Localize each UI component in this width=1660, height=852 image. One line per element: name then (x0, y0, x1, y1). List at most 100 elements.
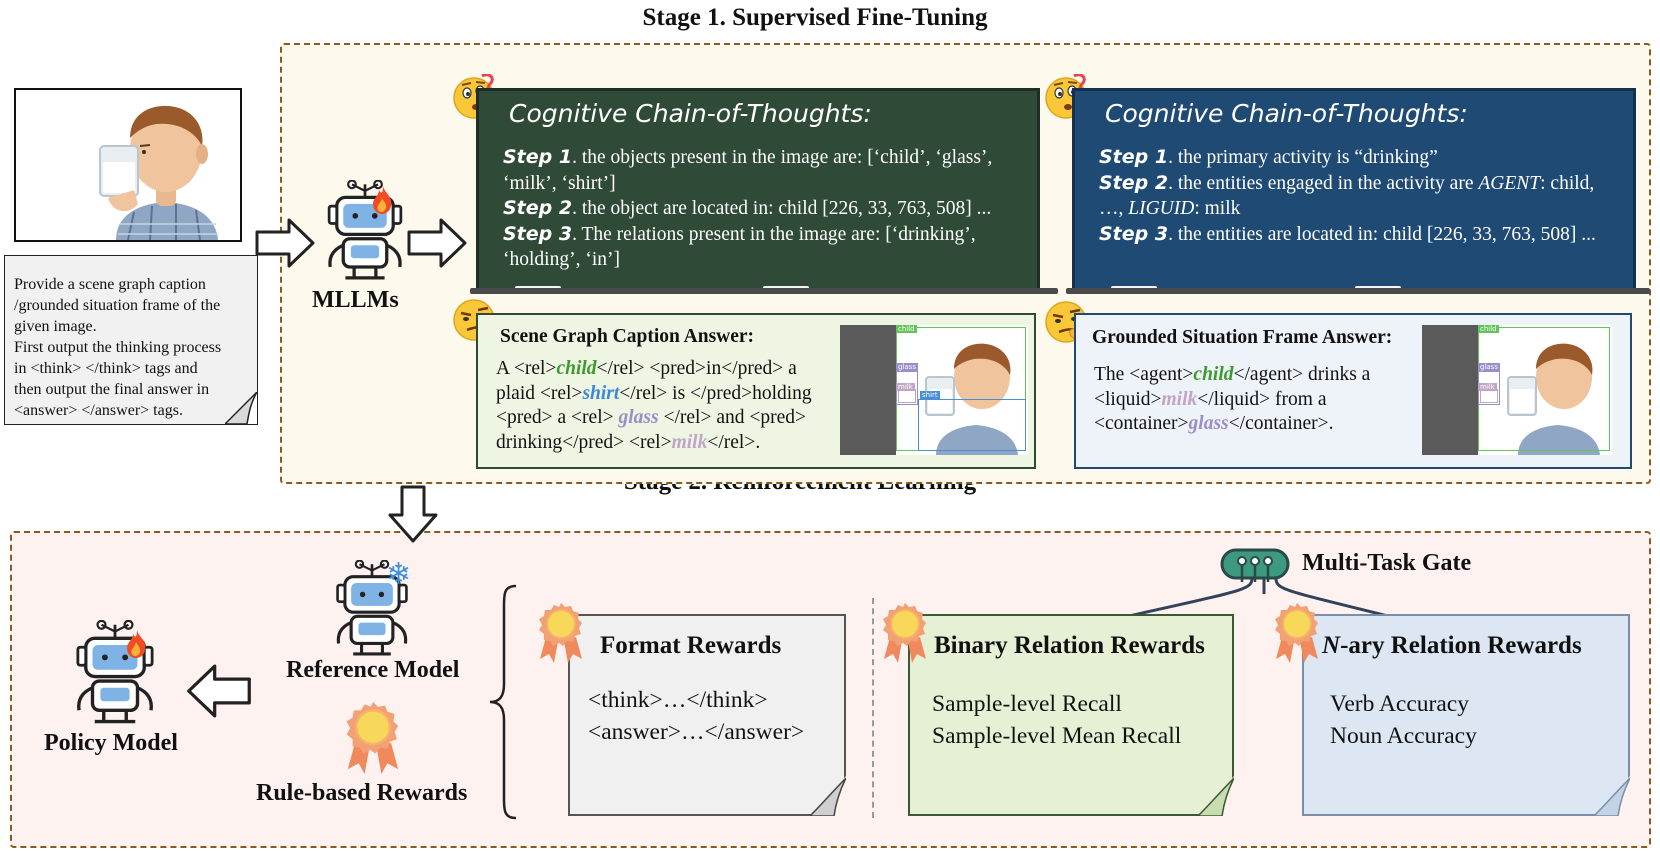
step-label: Step 2 (1099, 171, 1169, 194)
situation-frame-answer: Grounded Situation Frame Answer: The <ag… (1074, 313, 1632, 469)
prompt-line: then output the final answer in (14, 381, 210, 398)
bbox-tag: glass (896, 363, 918, 371)
hollow-arrow-icon (255, 218, 315, 268)
snowflake-icon: ❄ (386, 558, 412, 591)
reward-line: Noun Accuracy (1330, 723, 1477, 749)
step-label: Step 3 (503, 222, 573, 245)
policy-model-label: Policy Model (44, 730, 178, 756)
folded-corner-icon (1594, 776, 1630, 816)
step-text: : milk (1194, 198, 1241, 219)
medal-icon (882, 602, 927, 664)
cot-title: Cognitive Chain-of-Thoughts: (509, 99, 872, 128)
bbox-tag: milk (1478, 383, 1497, 391)
gate-label: Multi-Task Gate (1302, 550, 1472, 576)
step-label: Step 3 (1099, 222, 1169, 245)
curly-brace-icon (489, 584, 517, 820)
step-label: Step 2 (503, 197, 573, 219)
annotated-image: child glass milk shirt (840, 325, 1028, 455)
bbox-tag: shirt (920, 391, 940, 399)
reward-title-n: N (1322, 632, 1341, 659)
folded-corner-icon (225, 392, 258, 425)
reward-line: <answer>…</answer> (588, 719, 805, 745)
mllm-label: MLLMs (312, 287, 399, 313)
medal-icon (345, 702, 400, 774)
prompt-line: given image. (14, 318, 97, 335)
reward-lines: Sample-level Recall Sample-level Mean Re… (932, 688, 1181, 752)
stage1-title: Stage 1. Supervised Fine-Tuning (642, 4, 988, 31)
bbox-shirt (918, 399, 1026, 451)
reward-title: Format Rewards (600, 632, 782, 659)
down-arrow-icon (388, 485, 438, 543)
answer-title: Scene Graph Caption Answer: (500, 326, 755, 347)
reward-line: <think>…</think> (588, 687, 768, 713)
reward-lines: Verb Accuracy Noun Accuracy (1330, 688, 1477, 752)
entity-child: child (556, 358, 597, 379)
prompt-line: /grounded situation frame of the (14, 297, 221, 314)
bbox-tag: glass (1478, 363, 1500, 371)
gate-connector (1119, 577, 1397, 620)
scene-graph-answer: Scene Graph Caption Answer: A <rel>child… (476, 313, 1036, 469)
step-label: Step 1 (1099, 146, 1169, 168)
annotated-image: child glass milk (1422, 325, 1612, 455)
input-image (14, 88, 242, 242)
step-text: . the entities engaged in the activity a… (1168, 172, 1479, 194)
entity-shirt: shirt (582, 382, 620, 404)
step-text: . the object are located in: child [226,… (572, 198, 992, 219)
answer-text: </rel> <pred>in</pred> a plaid <rel> (496, 358, 797, 404)
entity-milk: milk (1161, 388, 1198, 410)
step-text: . The relations present in the image are… (503, 223, 976, 271)
gate-icon (1220, 548, 1290, 582)
fire-icon (127, 630, 146, 658)
reward-line: Sample-level Mean Recall (932, 723, 1182, 749)
entity-child: child (1193, 364, 1234, 385)
entity-milk: milk (671, 431, 708, 453)
answer-title: Grounded Situation Frame Answer: (1092, 327, 1393, 348)
answer-text: </rel> and <pred> drinking</pred> <rel> (496, 407, 806, 453)
bbox-tag: milk (896, 383, 915, 391)
answer-body: A <rel>child</rel> <pred>in</pred> a pla… (496, 357, 828, 455)
reward-line: Sample-level Recall (932, 691, 1122, 717)
cot-board-right: Cognitive Chain-of-Thoughts: Step 1. the… (1072, 88, 1636, 294)
answer-text: The <agent> (1094, 364, 1194, 385)
reward-line: Verb Accuracy (1330, 691, 1469, 717)
liquid-role: LIGUID (1128, 198, 1195, 219)
nary-rewards-card: N-ary Relation Rewards Verb Accuracy Nou… (1302, 614, 1630, 816)
bbox-milk (1480, 389, 1498, 403)
answer-text: </rel> is </pred>holding <pred> a <rel> (496, 382, 812, 429)
medal-icon (538, 602, 583, 664)
hollow-arrow-icon (407, 218, 467, 268)
prompt-line: Provide a scene graph caption (14, 276, 206, 293)
cot-body: Step 1. the objects present in the image… (503, 145, 1019, 273)
entity-glass: glass (618, 407, 659, 428)
cot-board-left: Cognitive Chain-of-Thoughts: Step 1. the… (476, 88, 1040, 294)
entity-glass: glass (1188, 413, 1229, 434)
agent-role: AGENT (1478, 172, 1541, 194)
prompt-note: Provide a scene graph caption /grounded … (4, 255, 258, 425)
folded-corner-icon (1198, 776, 1234, 816)
reward-title: N-ary Relation Rewards (1322, 632, 1582, 660)
hollow-arrow-icon (187, 664, 251, 718)
answer-body: The <agent>child</agent> drinks a <liqui… (1094, 363, 1394, 437)
prompt-line: First output the thinking process (14, 339, 222, 356)
answer-text: </liquid> from a <container> (1094, 388, 1327, 435)
format-rewards-card: Format Rewards <think>…</think> <answer>… (568, 614, 846, 816)
answer-text: </container>. (1228, 413, 1334, 434)
bbox-milk (898, 389, 916, 403)
step-text: . the objects present in the image are: … (503, 147, 993, 194)
answer-text: </rel>. (707, 431, 761, 453)
fire-icon (373, 186, 392, 214)
answer-text: </agent> drinks a <liquid> (1094, 364, 1371, 410)
reference-model-label: Reference Model (286, 657, 460, 683)
rule-rewards-label: Rule-based Rewards (256, 780, 468, 806)
prompt-line: <answer> </answer> tags. (14, 402, 183, 419)
bbox-tag: child (896, 325, 917, 333)
folded-corner-icon (810, 776, 846, 816)
prompt-text: Provide a scene graph caption /grounded … (14, 274, 250, 421)
divider (872, 598, 874, 818)
prompt-line: in <think> </think> tags and (14, 360, 198, 377)
answer-text: A <rel> (496, 358, 557, 379)
step-text: : child, …, (1099, 172, 1595, 220)
bbox-tag: child (1478, 325, 1499, 333)
robot-icon: .face{fill:#3c8a50;} (327, 180, 403, 280)
medal-icon (1274, 602, 1319, 664)
